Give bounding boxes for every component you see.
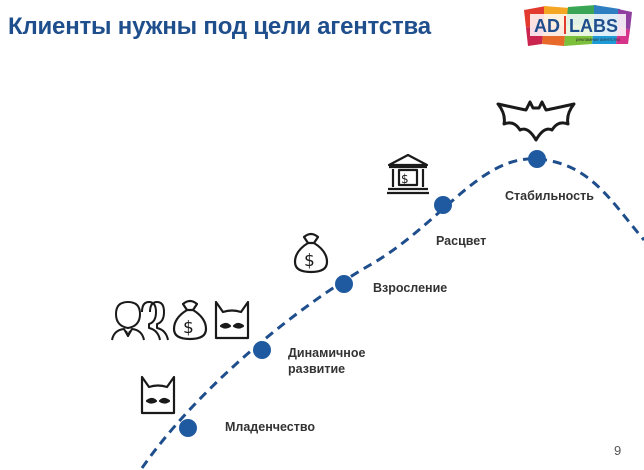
- batman-mask-icon: [140, 375, 176, 415]
- batman-mask-icon: [214, 300, 250, 340]
- stage-dot-prime: [434, 196, 452, 214]
- logo-word-ad: AD: [534, 16, 560, 36]
- logo-tagline: рекламное агентство: [576, 37, 621, 42]
- svg-text:$: $: [183, 318, 194, 338]
- stage-label-maturing: Взросление: [373, 281, 448, 295]
- bank-building-icon: $: [387, 153, 429, 195]
- logo-word-labs: LABS: [569, 16, 618, 36]
- page-title: Клиенты нужны под цели агентства: [8, 13, 431, 40]
- adlabs-logo: AD LABS рекламное агентство: [524, 5, 632, 46]
- stage-label-prime: Расцвет: [436, 234, 487, 248]
- money-bag-icon: $: [172, 299, 208, 341]
- page-number: 9: [614, 443, 622, 458]
- money-bag-icon: $: [293, 232, 329, 274]
- stage-dot-infancy: [179, 419, 197, 437]
- svg-text:$: $: [304, 251, 315, 271]
- stage-label-dynamic-growth: Динамичное развитие: [288, 345, 408, 377]
- stage-dot-maturing: [335, 275, 353, 293]
- stage-label-line: Динамичное: [288, 346, 366, 360]
- people-group-icon: [111, 301, 169, 341]
- stage-label-infancy: Младенчество: [225, 420, 316, 434]
- bat-symbol-icon: [496, 100, 576, 142]
- stage-label-stability: Стабильность: [505, 189, 594, 203]
- stage-dot-stability: [528, 150, 546, 168]
- svg-text:$: $: [401, 172, 409, 186]
- stage-label-line: развитие: [288, 362, 346, 376]
- stage-dot-growth: [253, 341, 271, 359]
- lifecycle-curve: [140, 157, 644, 469]
